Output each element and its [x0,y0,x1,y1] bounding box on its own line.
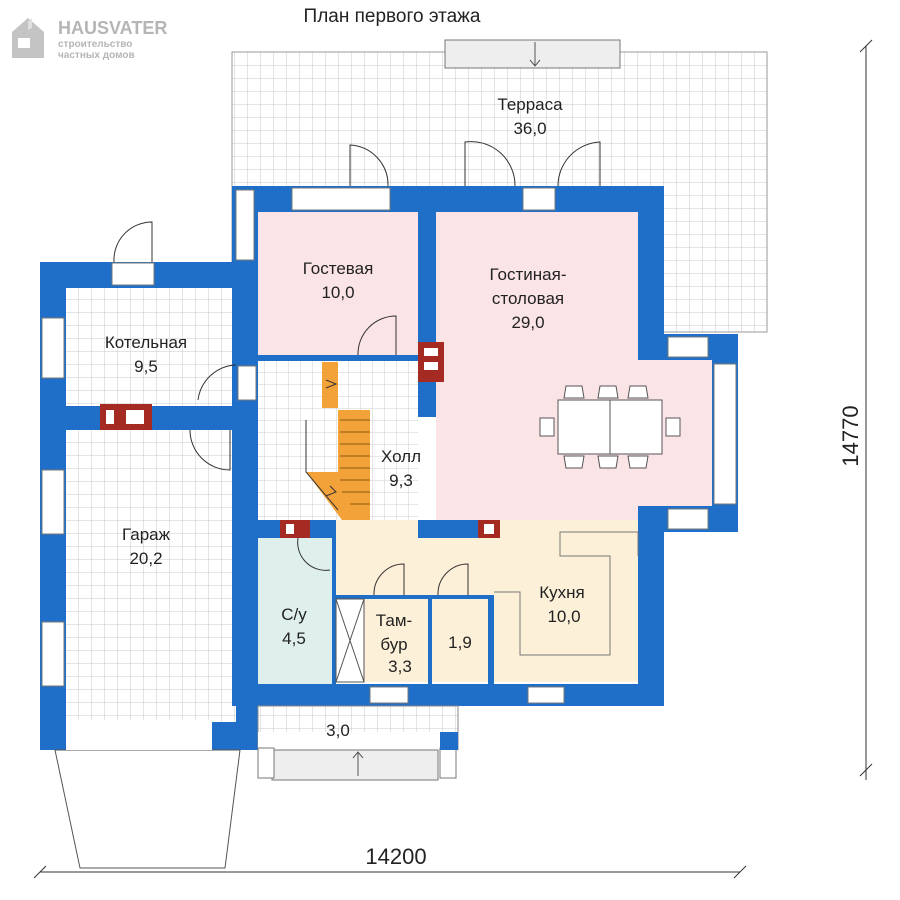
dimension-height: 14770 [838,405,863,466]
boiler-room-floor [66,288,236,406]
entrance-porch [257,705,459,781]
logo-tagline-2: частных домов [58,50,135,61]
living-name-2: столовая [492,289,564,308]
wc-fill [258,538,332,684]
kitchen-name: Кухня [539,583,585,602]
living-name-1: Гостиная- [489,265,566,284]
house-logo-icon [12,18,44,58]
logo: HAUSVATER строительство частных домов [12,18,167,61]
kitchen-area: 10,0 [547,607,580,626]
vestibule-closet [335,598,365,683]
boiler-area: 9,5 [134,357,158,376]
garage-name: Гараж [122,525,171,544]
hall-name: Холл [381,447,421,466]
vestibule-area: 3,3 [388,657,412,676]
terrace-area: 36,0 [513,119,546,138]
guest-area: 10,0 [321,283,354,302]
dimension-lines [33,39,873,879]
porch-steps [271,749,439,781]
living-room-fill [436,212,640,520]
terrace-steps [444,39,621,69]
logo-brand: HAUSVATER [58,18,167,38]
dining-table [539,385,681,469]
kitchen-fill [335,520,640,682]
terrace-name: Терраса [497,95,563,114]
plan-title: План первого этажа [304,6,481,27]
vestibule-name-1: Там- [376,611,412,630]
storage-area: 1,9 [448,633,472,652]
windows [41,187,737,704]
staircase [305,362,370,520]
garage-ramp [54,749,241,869]
guest-room-fill [258,212,418,355]
living-area: 29,0 [511,313,544,332]
logo-tagline-1: строительство [58,39,132,50]
porch-area: 3,0 [326,721,350,740]
guest-name: Гостевая [303,259,374,278]
garage-area: 20,2 [129,549,162,568]
dimension-width: 14200 [365,844,426,869]
wc-name: С/у [281,605,307,624]
boiler-name: Котельная [105,333,187,352]
hall-area: 9,3 [389,471,413,490]
garage-floor [66,430,236,722]
vestibule-name-2: бур [380,635,407,654]
wc-area: 4,5 [282,629,306,648]
kitchen-counter [494,531,639,656]
